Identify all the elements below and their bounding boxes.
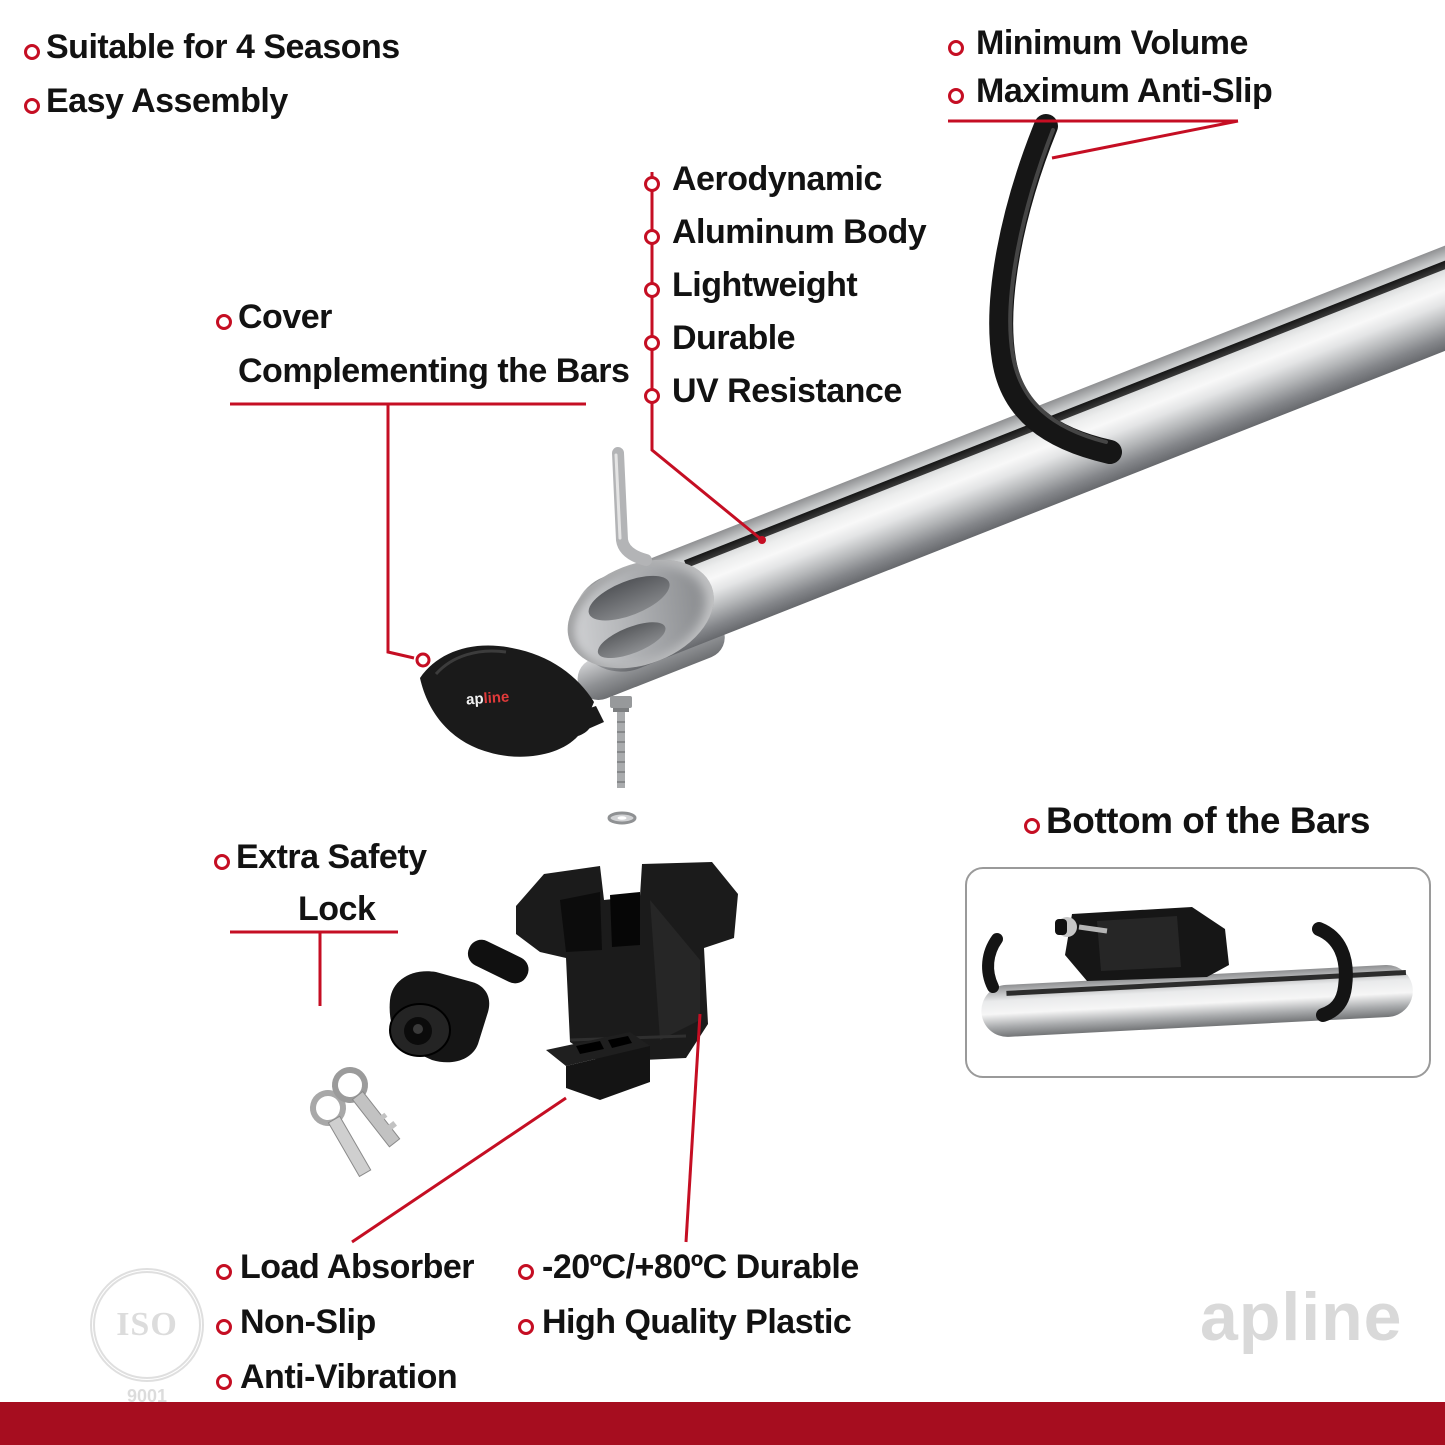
bar-end-channel-top bbox=[582, 566, 676, 630]
inset-rubber-right bbox=[1312, 922, 1353, 1022]
bar-end-channel-bottom bbox=[593, 614, 670, 666]
bullet-icon bbox=[644, 335, 660, 351]
iso-badge: ISO 9001 bbox=[82, 1268, 212, 1407]
foot-clamp bbox=[516, 862, 738, 1062]
bullet-icon bbox=[644, 176, 660, 192]
safety-lock-callout-line1: Extra Safety bbox=[236, 838, 427, 876]
safety-lock bbox=[389, 939, 529, 1063]
cover-callout-line2: Complementing the Bars bbox=[238, 352, 630, 390]
bullet-icon bbox=[518, 1319, 534, 1335]
feature-suitable-4-seasons: Suitable for 4 Seasons bbox=[46, 28, 400, 66]
bullet-icon bbox=[644, 282, 660, 298]
bullet-icon bbox=[216, 1319, 232, 1335]
bullet-icon bbox=[214, 854, 230, 870]
keys-icon bbox=[310, 1067, 401, 1178]
bullet-icon bbox=[644, 229, 660, 245]
load-absorber-bracket bbox=[546, 1032, 650, 1100]
cover-piece bbox=[420, 645, 604, 757]
footer-red-bar bbox=[0, 1402, 1445, 1445]
feature-aluminum-body: Aluminum Body bbox=[672, 213, 927, 251]
bottom-bars-callout: Bottom of the Bars bbox=[1046, 800, 1371, 841]
feature-aerodynamic: Aerodynamic bbox=[672, 160, 882, 198]
inset-bar bbox=[981, 965, 1413, 1037]
bullet-icon bbox=[948, 88, 964, 104]
feature-anti-vibration: Anti-Vibration bbox=[240, 1358, 458, 1396]
bullet-icon bbox=[644, 388, 660, 404]
cover-brand-logo: apline bbox=[465, 689, 509, 709]
inset-illustration bbox=[981, 907, 1413, 1037]
cover-callout-line1: Cover bbox=[238, 298, 332, 336]
bullet-icon bbox=[216, 1374, 232, 1390]
cover-logo-line: line bbox=[482, 688, 510, 708]
feature-easy-assembly: Easy Assembly bbox=[46, 82, 288, 120]
bullet-icon bbox=[948, 40, 964, 56]
cover-logo-ap: ap bbox=[465, 690, 485, 709]
feature-lightweight: Lightweight bbox=[672, 266, 858, 304]
brand-watermark: apline bbox=[1200, 1279, 1403, 1355]
iso-badge-title: ISO bbox=[116, 1306, 178, 1343]
inset-rubber-left bbox=[982, 933, 1003, 993]
bolt-icon bbox=[607, 696, 637, 825]
feature-minimum-volume: Minimum Volume bbox=[976, 24, 1248, 62]
iso-badge-ring: ISO bbox=[90, 1268, 204, 1382]
allen-key-icon bbox=[612, 447, 652, 566]
feature-temperature-durable: -20ºC/+80ºC Durable bbox=[542, 1248, 859, 1286]
bullet-icon bbox=[24, 98, 40, 114]
bottom-of-bars-inset bbox=[965, 867, 1431, 1078]
bullet-icon bbox=[216, 314, 232, 330]
feature-high-quality-plastic: High Quality Plastic bbox=[542, 1303, 852, 1341]
feature-maximum-anti-slip: Maximum Anti-Slip bbox=[976, 72, 1273, 110]
bullet-icon bbox=[1024, 818, 1040, 834]
bullet-icon bbox=[518, 1264, 534, 1280]
iso-badge-number: 9001 bbox=[126, 1386, 168, 1406]
safety-lock-callout-line2: Lock bbox=[298, 890, 376, 928]
feature-durable: Durable bbox=[672, 319, 796, 357]
bullet-icon bbox=[216, 1264, 232, 1280]
feature-load-absorber: Load Absorber bbox=[240, 1248, 475, 1286]
feature-uv-resistance: UV Resistance bbox=[672, 372, 902, 410]
bullet-icon bbox=[24, 44, 40, 60]
feature-non-slip: Non-Slip bbox=[240, 1303, 376, 1341]
